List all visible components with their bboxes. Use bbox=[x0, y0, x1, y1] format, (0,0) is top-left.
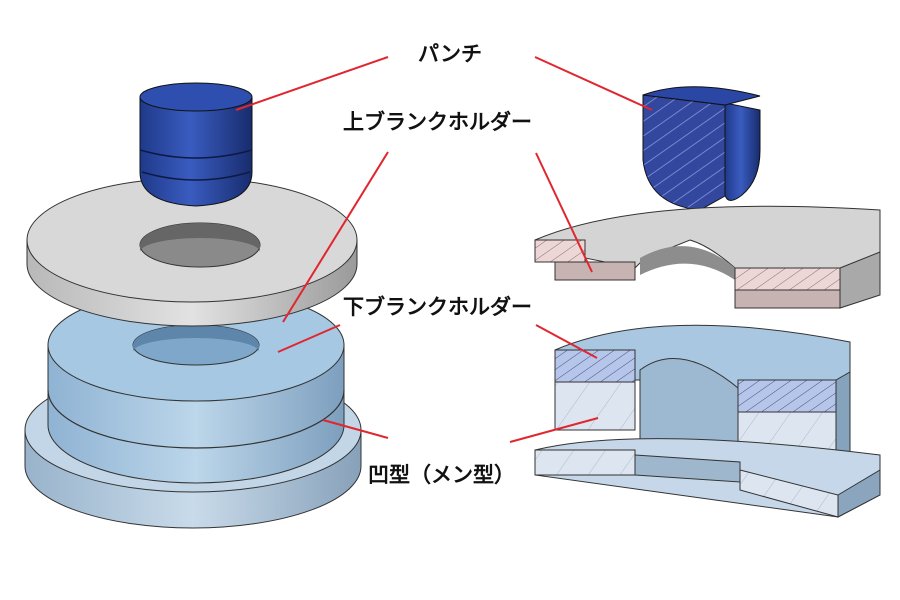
lower-blank-holder-label: 下ブランクホルダー bbox=[343, 295, 532, 319]
leader-lines bbox=[235, 56, 653, 443]
upper-blank-holder-label: 上ブランクホルダー bbox=[343, 110, 532, 134]
right-punch-section bbox=[642, 86, 761, 211]
die-label: 凹型（メン型） bbox=[368, 463, 515, 487]
left-upper-holder bbox=[26, 177, 358, 327]
leader-die-right bbox=[509, 417, 599, 443]
leader-die-left bbox=[322, 419, 389, 439]
leader-punch-right bbox=[534, 56, 653, 111]
right-die-section bbox=[534, 324, 881, 518]
leader-punch-left bbox=[235, 56, 389, 111]
right-upper-holder-section bbox=[534, 205, 881, 309]
leader-lower-right bbox=[535, 324, 598, 359]
leader-upper-right bbox=[535, 152, 593, 273]
leader-upper-left bbox=[282, 151, 389, 323]
leader-lower-left bbox=[277, 324, 341, 353]
punch-label: パンチ bbox=[418, 42, 483, 66]
left-punch bbox=[139, 82, 253, 207]
